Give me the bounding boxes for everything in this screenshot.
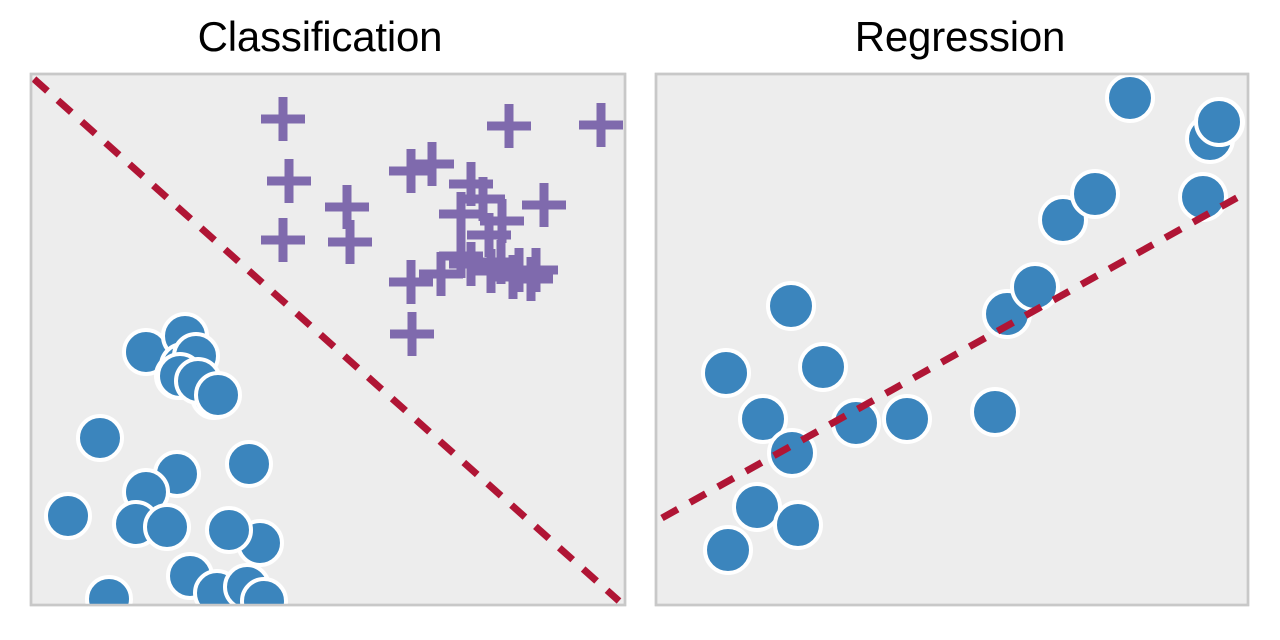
data-point-cross bbox=[389, 149, 433, 193]
data-point-circle bbox=[194, 371, 242, 419]
data-point-cross bbox=[487, 104, 531, 148]
data-point-cross bbox=[439, 192, 483, 236]
data-point-circle bbox=[738, 394, 788, 444]
plot-regression bbox=[654, 72, 1250, 607]
data-point-circle bbox=[1194, 97, 1244, 147]
data-point-circle bbox=[970, 387, 1020, 437]
data-point-cross bbox=[410, 142, 454, 186]
data-point-circle bbox=[773, 500, 823, 550]
data-point-cross bbox=[261, 218, 305, 262]
data-point-cross bbox=[469, 249, 513, 293]
data-point-cross bbox=[522, 183, 566, 227]
data-point-circle bbox=[798, 342, 848, 392]
data-point-cross bbox=[509, 257, 553, 301]
plot-group bbox=[29, 72, 627, 607]
panel-classification: Classification bbox=[29, 13, 627, 607]
data-point-cross bbox=[261, 97, 305, 141]
series-class-1-crosses bbox=[261, 97, 623, 356]
data-point-circle bbox=[732, 482, 782, 532]
data-point-circle bbox=[1038, 195, 1088, 245]
data-point-cross bbox=[390, 312, 434, 356]
data-point-circle bbox=[1010, 262, 1060, 312]
panel-title-classification: Classification bbox=[197, 13, 443, 60]
panel-title-regression: Regression bbox=[854, 13, 1066, 60]
data-point-circle bbox=[1070, 169, 1120, 219]
series-class-0-circles bbox=[44, 312, 288, 605]
data-point-circle bbox=[76, 414, 124, 462]
plot-classification bbox=[29, 72, 627, 607]
data-point-circle bbox=[1105, 74, 1155, 123]
data-point-circle bbox=[225, 440, 273, 488]
plot-content bbox=[31, 76, 623, 605]
decision-boundary bbox=[31, 76, 622, 604]
data-point-circle bbox=[703, 525, 753, 575]
data-point-circle bbox=[882, 394, 932, 444]
data-point-cross bbox=[514, 248, 558, 292]
data-point-circle bbox=[701, 348, 751, 398]
plot-content bbox=[660, 74, 1245, 575]
data-point-circle bbox=[831, 398, 881, 448]
data-point-circle bbox=[143, 503, 191, 551]
data-point-circle bbox=[205, 506, 253, 554]
data-point-cross bbox=[267, 159, 311, 203]
data-point-circle bbox=[766, 281, 816, 331]
data-point-cross bbox=[328, 220, 372, 264]
data-point-cross bbox=[419, 252, 463, 296]
data-point-circle bbox=[44, 492, 92, 540]
panel-regression: Regression bbox=[640, 0, 1280, 640]
plot-group bbox=[654, 72, 1250, 607]
data-point-circle bbox=[240, 577, 288, 605]
data-point-circle bbox=[85, 575, 133, 605]
data-point-cross bbox=[579, 103, 623, 147]
axes-border bbox=[29, 72, 627, 607]
data-point-cross bbox=[389, 260, 433, 304]
regression-line bbox=[660, 191, 1244, 522]
axes-border bbox=[654, 72, 1250, 607]
